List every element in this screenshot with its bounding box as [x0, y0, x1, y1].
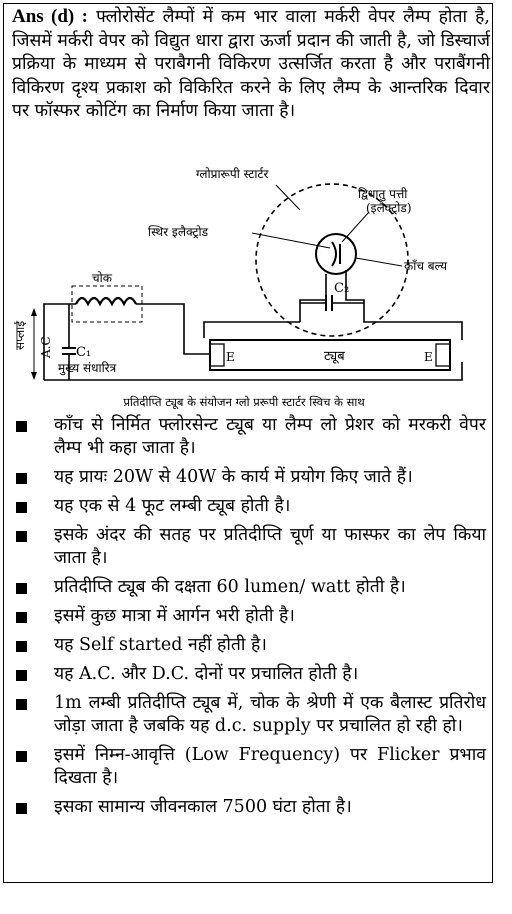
main-capacitor-label: मुख्य संधारित्र	[58, 361, 117, 376]
starter-to-right-electrode	[363, 308, 463, 340]
supply-bottom-wire	[44, 362, 463, 381]
ac-label: A.C	[39, 336, 53, 359]
glow-starter-label: ग्लोप्रारूपी स्टार्टर	[196, 167, 269, 181]
bimetal-label-2: (इलैक्ट्रोड)	[366, 201, 412, 215]
choke-coil	[75, 296, 137, 307]
list-item: यह Self started नहीं होती है।	[10, 634, 486, 657]
glass-bulb-shape	[315, 233, 357, 275]
c1-label: C₁	[76, 345, 91, 360]
list-item-text: इसके अंदर की सतह पर प्रतिदीप्ति चूर्ण या…	[54, 525, 486, 568]
supply-label: सप्लाई	[14, 320, 27, 350]
right-electrode-label: E	[424, 350, 433, 364]
tube-label: ट्यूब	[324, 349, 345, 364]
starter-wire-left	[299, 274, 327, 308]
bullet-square-icon	[16, 583, 27, 594]
supply-arrow-head-top	[31, 308, 37, 316]
bullet-square-icon	[16, 670, 27, 681]
list-item-text: काँच से निर्मित फ्लोरसेन्ट ट्यूब या लैम्…	[54, 415, 486, 458]
list-item: इसके अंदर की सतह पर प्रतिदीप्ति चूर्ण या…	[10, 524, 486, 570]
bimetal-leader	[341, 211, 370, 243]
list-item-text: 1m लम्बी प्रतिदीप्ति ट्यूब में, चोक के श…	[54, 693, 486, 736]
list-item: यह A.C. और D.C. दोनों पर प्रचालित होती ह…	[10, 663, 486, 686]
list-item-text: प्रतिदीप्ति ट्यूब की दक्षता 60 lumen/ wa…	[54, 577, 406, 597]
supply-top-wire	[43, 303, 76, 306]
answer-lead: Ans (d) :	[12, 6, 88, 27]
list-item-text: इसमें कुछ मात्रा में आर्गन भरी होती है।	[54, 606, 295, 626]
starter-to-left-electrode	[203, 321, 300, 338]
c2-label: C₂	[334, 281, 349, 296]
bullet-square-icon	[16, 612, 27, 623]
list-item-text: यह A.C. और D.C. दोनों पर प्रचालित होती ह…	[54, 664, 359, 684]
starter-wire-right	[345, 270, 365, 308]
bullet-square-icon	[16, 502, 27, 513]
answer-box	[3, 3, 493, 883]
list-item-text: यह प्रायः 20W से 40W के कार्य में प्रयोग…	[54, 467, 413, 487]
bimetal-strip-shape	[331, 241, 337, 267]
fixed-electrode-label: स्थिर इलैक्ट्रोड	[148, 225, 209, 239]
list-item-text: यह एक से 4 फूट लम्बी ट्यूब होती है।	[54, 496, 291, 516]
bullet-square-icon	[16, 803, 27, 814]
fixed-electrode-leader	[251, 232, 331, 249]
list-item: 1m लम्बी प्रतिदीप्ति ट्यूब में, चोक के श…	[10, 692, 486, 738]
list-item: इसमें निम्न-आवृत्ति (Low Frequency) पर F…	[10, 744, 486, 790]
bullet-square-icon	[16, 473, 27, 484]
starter-enclosure	[255, 183, 409, 337]
answer-intro: Ans (d) : फ्लोरोसेंट लैम्पों में कम भार …	[12, 5, 490, 124]
list-item: इसका सामान्य जीवनकाल 7500 घंटा होता है।	[10, 796, 486, 819]
bullet-square-icon	[16, 641, 27, 652]
left-electrode-label: E	[226, 350, 235, 364]
supply-arrow-head-bottom	[31, 372, 37, 380]
fact-list: काँच से निर्मित फ्लोरसेन्ट ट्यूब या लैम्…	[10, 414, 486, 825]
choke-box	[71, 285, 143, 323]
bullet-square-icon	[16, 531, 27, 542]
choke-label: चोक	[92, 271, 113, 285]
answer-intro-text: फ्लोरोसेंट लैम्पों में कम भार वाला मर्कर…	[12, 7, 490, 121]
bullet-square-icon	[16, 751, 27, 762]
list-item-text: यह Self started नहीं होती है।	[54, 635, 267, 655]
glow-starter-leader	[275, 184, 301, 211]
bullet-square-icon	[16, 421, 27, 432]
bimetal-label-1: द्विधातु पत्ती	[358, 187, 408, 202]
bullet-square-icon	[16, 699, 27, 710]
list-item: इसमें कुछ मात्रा में आर्गन भरी होती है।	[10, 605, 486, 628]
circuit-diagram: ग्लोप्रारूपी स्टार्टर द्विधातु पत्ती (इल…	[14, 167, 463, 410]
list-item-text: इसमें निम्न-आवृत्ति (Low Frequency) पर F…	[54, 745, 486, 788]
diagram-caption: प्रतिदीप्ति ट्यूब के संयोजन ग्लो प्ररूपी…	[123, 395, 365, 410]
list-item: काँच से निर्मित फ्लोरसेन्ट ट्यूब या लैम्…	[10, 414, 486, 460]
glass-bulb-label: काँच बल्य	[404, 259, 448, 273]
choke-to-tube-wire	[136, 303, 210, 355]
right-electrode-shape	[435, 343, 451, 367]
list-item: यह प्रायः 20W से 40W के कार्य में प्रयोग…	[10, 466, 486, 489]
list-item: यह एक से 4 फूट लम्बी ट्यूब होती है।	[10, 495, 486, 518]
glass-bulb-leader	[355, 257, 403, 267]
list-item-text: इसका सामान्य जीवनकाल 7500 घंटा होता है।	[54, 797, 352, 817]
list-item: प्रतिदीप्ति ट्यूब की दक्षता 60 lumen/ wa…	[10, 576, 486, 599]
left-electrode-shape	[209, 343, 225, 367]
